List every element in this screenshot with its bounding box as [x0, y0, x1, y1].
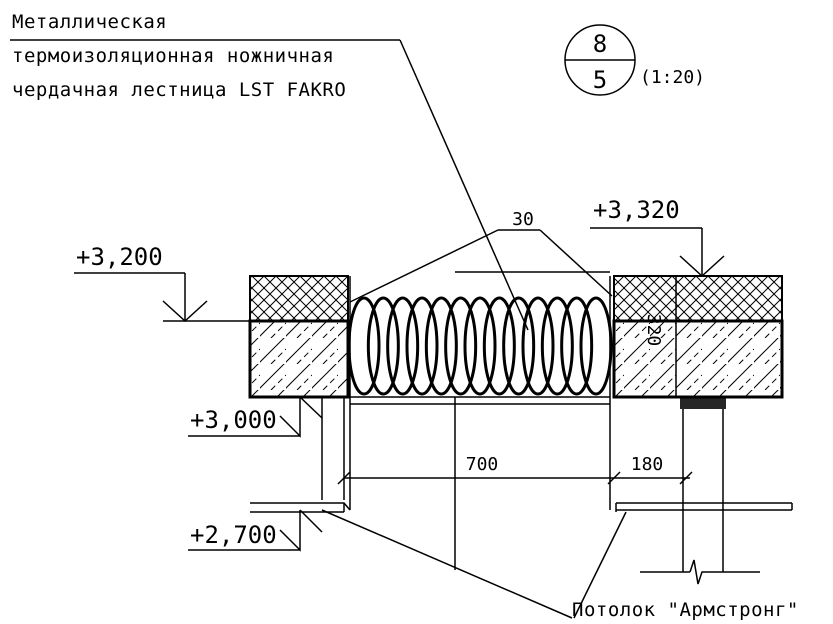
section-number: 8	[593, 30, 607, 58]
insulation-right	[613, 275, 783, 322]
slab-left	[248, 319, 350, 399]
dim-offset-value: 180	[631, 454, 664, 475]
section-marker: 8 5 (1:20)	[564, 24, 705, 96]
dim-gap-leader-left	[349, 229, 499, 303]
beam-cap	[680, 397, 726, 409]
coil-loop	[347, 296, 381, 396]
ceiling-leader-right	[573, 511, 627, 619]
callout-line-3: чердачная лестница LST FAKRO	[12, 79, 346, 101]
level-arrow-left	[279, 397, 301, 438]
level-value: +2,700	[190, 521, 277, 549]
coil-loop	[521, 296, 555, 396]
coil-loop	[366, 296, 400, 396]
scale-label: (1:20)	[640, 67, 705, 88]
level-arrow-right	[299, 509, 323, 533]
slab-right	[612, 319, 784, 399]
ceiling-callout: Потолок "Армстронг"	[321, 509, 799, 621]
level-value: +3,200	[76, 243, 163, 271]
ladder-coil	[347, 296, 613, 396]
dim-opening-tick-left	[337, 471, 351, 485]
coil-loop	[386, 296, 420, 396]
coil-loop	[444, 296, 478, 396]
level-arrow-left	[279, 510, 301, 552]
callout-line-2: термоизоляционная ножничная	[12, 45, 334, 67]
dim-offset-tick	[679, 471, 693, 485]
level-arrow-right	[299, 396, 323, 419]
level-value: +3,000	[190, 406, 277, 434]
level-mark-bottom-left: +2,700	[188, 509, 323, 552]
coil-loop	[560, 296, 594, 396]
callout-line-1: Металлическая	[12, 11, 167, 33]
ladder-callout: Металлическая термоизоляционная ножнична…	[10, 11, 529, 331]
dim-gap-leader-right	[539, 229, 613, 297]
coil-loop	[405, 296, 439, 396]
level-mark-mid-left: +3,000	[188, 396, 323, 438]
coil-loop	[502, 296, 536, 396]
level-mark-top-left: +3,200	[74, 243, 250, 323]
coil-loop	[579, 296, 613, 396]
coil-loop	[540, 296, 574, 396]
break-line	[689, 559, 760, 585]
coil-loop	[424, 296, 458, 396]
dim-gap-value: 30	[512, 209, 534, 230]
callout-leader	[399, 39, 529, 331]
level-value: +3,320	[593, 196, 680, 224]
dim-height-value: 320	[643, 314, 664, 347]
dim-opening-value: 700	[466, 454, 499, 475]
ceiling-label: Потолок "Армстронг"	[572, 599, 799, 621]
level-mark-top-right: +3,320	[590, 196, 725, 278]
dimension-opening: 700	[337, 454, 621, 485]
ceiling-leader-left	[321, 509, 573, 619]
ceiling-left-1	[250, 502, 351, 511]
sheet-number: 5	[593, 66, 607, 94]
level-arrow	[679, 255, 725, 278]
coil-loop	[482, 296, 516, 396]
insulation-left	[249, 275, 349, 322]
dimension-offset: 180	[614, 454, 693, 485]
dimension-gap: 30	[349, 209, 613, 303]
coil-loop	[463, 296, 497, 396]
